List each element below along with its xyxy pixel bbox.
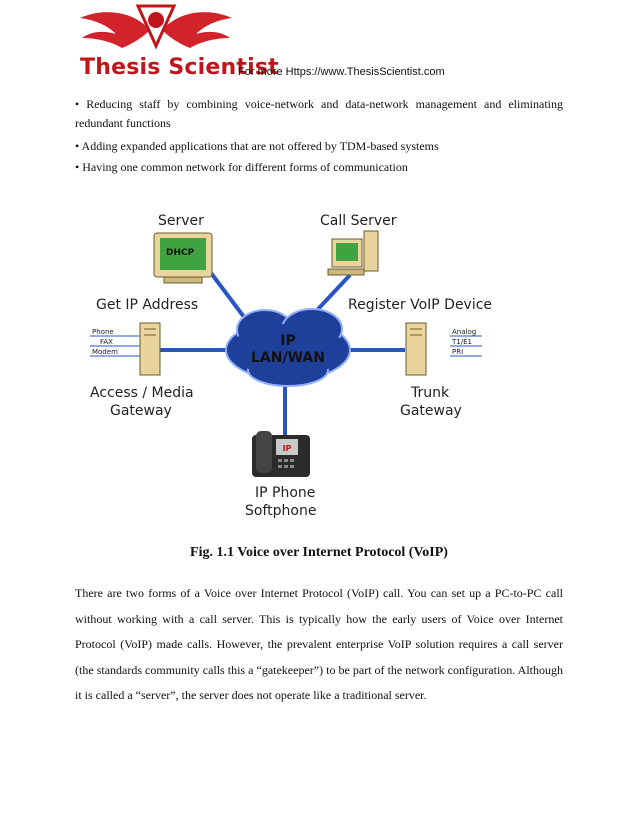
call-server-icon — [327, 230, 379, 276]
body-paragraph: There are two forms of a Voice over Inte… — [75, 586, 563, 702]
bullet-item: • Reducing staff by combining voice-netw… — [75, 97, 563, 130]
access-gateway-tower-icon — [139, 322, 161, 376]
server-label: Server — [158, 213, 204, 229]
access-gateway-label: Access / Media — [90, 385, 194, 401]
port-label: FAX — [100, 338, 113, 346]
thesis-scientist-logo — [80, 4, 232, 50]
trunk-gateway-label: Trunk — [410, 385, 450, 401]
trunk-gateway-tower-icon — [405, 322, 427, 376]
port-label: PRI — [452, 348, 463, 356]
port-label: Analog — [452, 328, 476, 336]
phone-badge: IP — [283, 444, 292, 453]
register-voip-label: Register VoIP Device — [348, 297, 492, 313]
cloud-label-lanwan: LAN/WAN — [251, 350, 325, 366]
trunk-gateway-label-2: Gateway — [400, 403, 462, 419]
get-ip-label: Get IP Address — [96, 297, 198, 313]
ip-phone-icon — [252, 431, 310, 477]
figure-caption: Fig. 1.1 Voice over Internet Protocol (V… — [190, 545, 448, 560]
brand-name: Thesis Scientist — [80, 55, 279, 80]
bullet-item: • Adding expanded applications that are … — [75, 139, 439, 153]
ip-phone-label: IP Phone — [255, 485, 315, 501]
access-gateway-label-2: Gateway — [110, 403, 172, 419]
wings-icon — [80, 12, 232, 48]
cloud-label-ip: IP — [280, 333, 295, 349]
server-monitor-icon — [153, 232, 213, 284]
dhcp-label: DHCP — [166, 248, 195, 258]
bullet-item: • Having one common network for differen… — [75, 160, 408, 174]
port-label: T1/E1 — [451, 338, 472, 346]
port-label: Phone — [92, 328, 114, 336]
call-server-label: Call Server — [320, 213, 397, 229]
header-link[interactable]: For more Https://www.ThesisScientist.com — [238, 66, 445, 78]
softphone-label: Softphone — [245, 503, 316, 519]
voip-network-diagram: Server DHCP Call Server Get IP Address R… — [90, 213, 492, 519]
port-label: Modem — [92, 348, 118, 356]
